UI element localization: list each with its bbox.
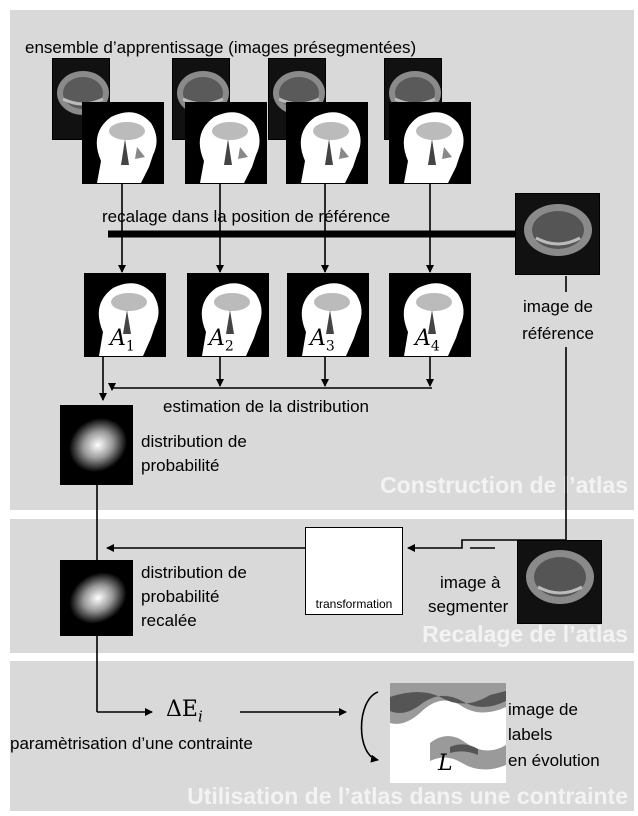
distribution-caption-2: probabilité xyxy=(141,456,220,475)
utilisation-title: Utilisation de l’atlas dans une contrain… xyxy=(187,783,628,809)
constraint-caption: paramètrisation d’une contrainte xyxy=(10,734,253,753)
label-L: L xyxy=(438,751,453,776)
construction-title: Construction de l’atlas xyxy=(380,472,628,498)
atlas-label-2: A2 xyxy=(209,326,234,355)
reference-caption-2: référence xyxy=(522,324,594,343)
registered-caption-3: recalée xyxy=(141,611,197,630)
reference-image xyxy=(515,193,600,275)
segment-caption-2: segmenter xyxy=(428,597,509,616)
registered-caption-2: probabilité xyxy=(141,587,220,606)
labels-caption-3: en évolution xyxy=(508,751,600,770)
image-to-segment xyxy=(517,540,602,624)
label-image: L xyxy=(390,683,506,783)
reference-caption-1: image de xyxy=(523,297,593,316)
labels-caption-2: labels xyxy=(508,725,553,744)
utilisation-panel: Utilisation de l’atlas dans une contrain… xyxy=(10,661,634,811)
atlas-head-3 xyxy=(287,273,369,357)
atlas-head-1 xyxy=(84,273,166,357)
training-seg-3 xyxy=(286,102,368,184)
distribution-caption-1: distribution de xyxy=(141,432,247,451)
registered-caption-1: distribution de xyxy=(141,563,247,582)
atlas-label-3: A3 xyxy=(310,326,335,355)
training-seg-1 xyxy=(82,102,164,184)
segment-caption-1: image à xyxy=(440,573,501,592)
training-set-label: ensemble d’apprentissage (images présegm… xyxy=(25,38,417,57)
atlas-label-4: A4 xyxy=(415,326,440,355)
atlas-head-2 xyxy=(187,273,269,357)
probability-distribution xyxy=(60,405,133,485)
atlas-head-4 xyxy=(389,273,471,357)
registration-label: recalage dans la position de référence xyxy=(102,207,391,226)
transformation-label: transformation xyxy=(315,597,393,611)
estimation-label: estimation de la distribution xyxy=(163,397,370,416)
training-seg-2 xyxy=(185,102,267,184)
training-seg-4 xyxy=(389,102,471,184)
atlas-label-1: A1 xyxy=(110,326,135,355)
labels-caption-1: image de xyxy=(508,700,578,719)
registered-distribution xyxy=(60,560,133,636)
recalage-title: Recalage de l’atlas xyxy=(422,621,628,647)
transformation-box: transformation xyxy=(305,527,403,615)
delta-energy: ΔEi xyxy=(166,697,203,726)
